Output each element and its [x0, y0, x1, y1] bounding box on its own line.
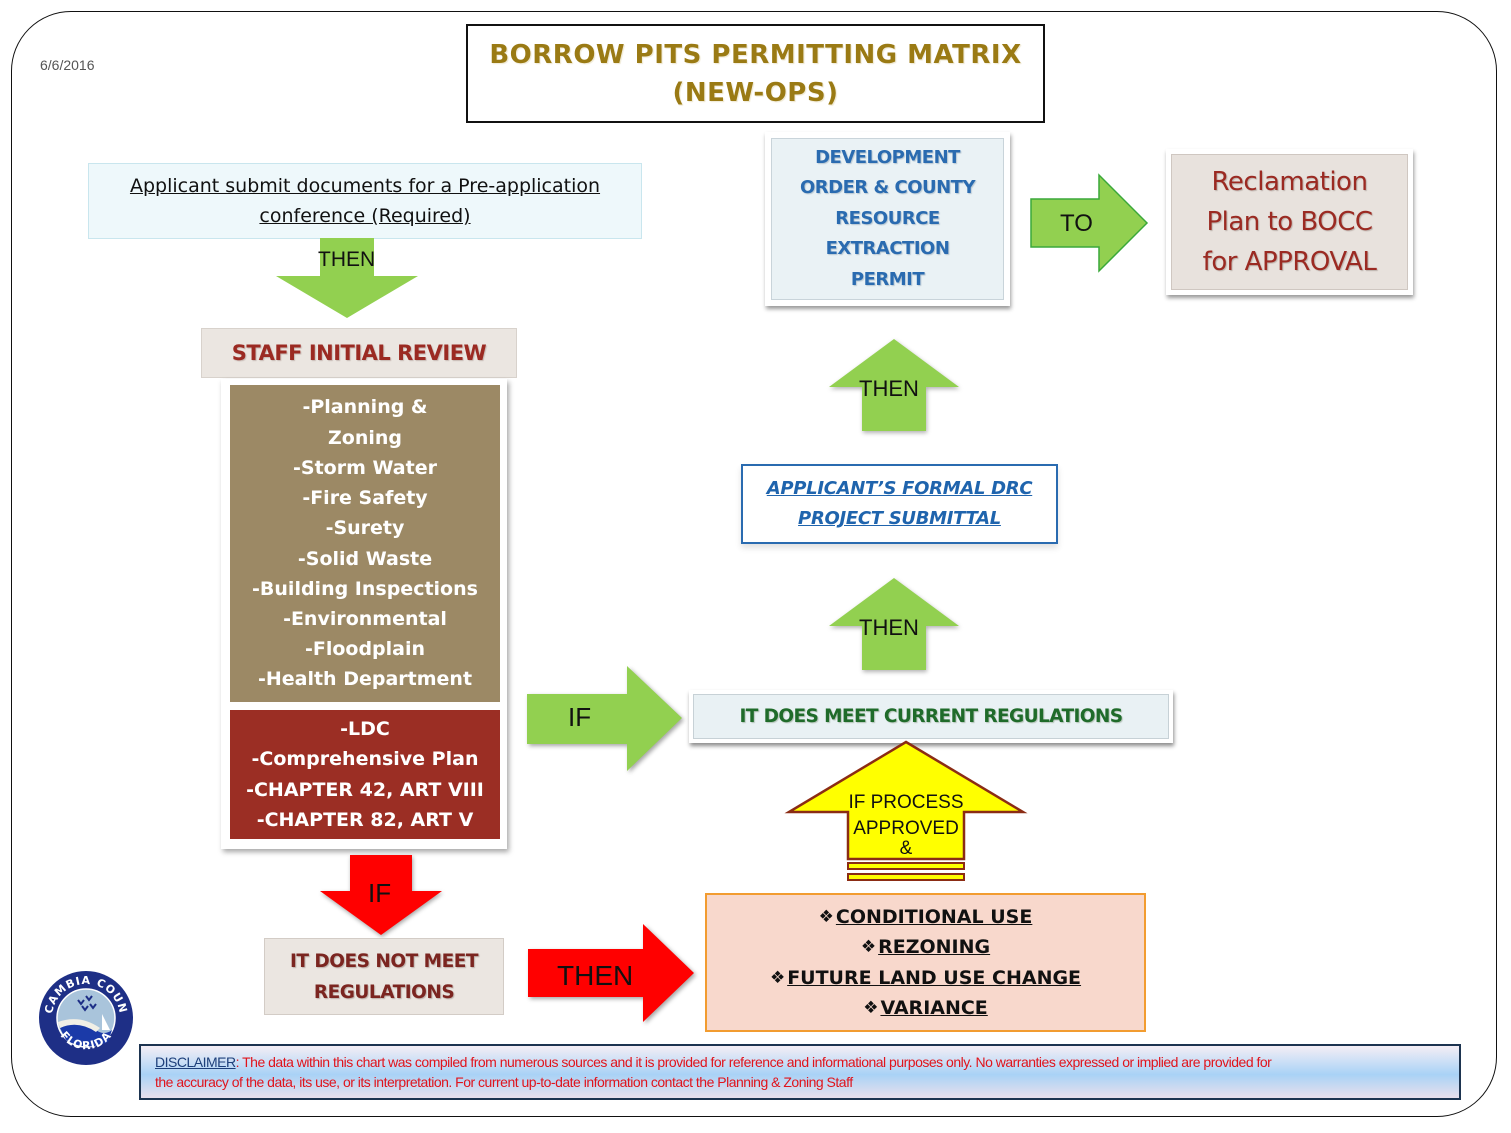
- then-up-arrow-upper: [829, 339, 959, 431]
- does-not-meet-box: IT DOES NOT MEET REGULATIONS: [264, 938, 504, 1015]
- slide-frame: [11, 11, 1497, 1117]
- department-item: -Planning &: [302, 396, 428, 419]
- option-item: ❖ REZONING: [861, 932, 990, 963]
- reclamation-plan-box: Reclamation Plan to BOCC for APPROVAL: [1166, 149, 1413, 295]
- to-right-arrow: [1030, 173, 1149, 273]
- then-right-red-arrow-shape: [528, 924, 694, 1022]
- development-order-line: DEVELOPMENT: [815, 146, 960, 168]
- process-approved-label: IF PROCESS APPROVED &: [830, 790, 982, 859]
- department-item: -Environmental: [283, 607, 447, 630]
- then-up-arrow-upper-shape: [829, 339, 959, 431]
- reclamation-line: Reclamation: [1211, 167, 1368, 197]
- disclaimer-text-2: the accuracy of the data, its use, or it…: [155, 1074, 853, 1090]
- then-up-lower-label: THEN: [859, 615, 919, 640]
- review-regulations-box: -LDC -Comprehensive Plan -CHAPTER 42, AR…: [230, 710, 500, 839]
- review-departments-box: -Planning & Zoning -Storm Water -Fire Sa…: [230, 385, 500, 702]
- department-item: -Building Inspections: [252, 577, 478, 600]
- process-approved-line: &: [899, 838, 913, 859]
- department-item: -Fire Safety: [302, 487, 428, 510]
- department-item: -Storm Water: [293, 456, 437, 479]
- regulation-item: -Comprehensive Plan: [251, 748, 479, 770]
- disclaimer-line-1: DISCLAIMER: The data within this chart w…: [155, 1052, 1445, 1072]
- then-right-red-label: THEN: [557, 960, 634, 991]
- if-down-red-label: IF: [368, 878, 392, 908]
- option-label: REZONING: [878, 936, 991, 958]
- pre-application-box: Applicant submit documents for a Pre-app…: [88, 163, 642, 239]
- formal-drc-line-1: APPLICANT’S FORMAL DRC: [766, 478, 1033, 499]
- formal-drc-submittal-box: APPLICANT’S FORMAL DRC PROJECT SUBMITTAL: [741, 464, 1058, 544]
- department-item: Zoning: [328, 426, 402, 449]
- if-down-red-arrow: [320, 855, 442, 935]
- disclaimer-label: DISCLAIMER: [155, 1054, 236, 1070]
- development-order-line: RESOURCE: [835, 207, 940, 229]
- then-up-arrow-lower-shape: [829, 578, 959, 670]
- process-approved-stripe: [847, 862, 965, 870]
- reclamation-line: for APPROVAL: [1202, 247, 1377, 277]
- if-right-arrow-shape: [527, 666, 682, 771]
- option-item: ❖ VARIANCE: [863, 993, 988, 1024]
- logo-sail: [102, 1014, 110, 1030]
- if-down-red-arrow-shape: [320, 855, 442, 935]
- process-approved-line: IF PROCESS: [848, 792, 964, 813]
- department-item: -Surety: [325, 517, 405, 540]
- logo-water: [60, 1023, 112, 1047]
- then-down-arrow: [276, 238, 418, 318]
- title-line-2: (NEW-OPS): [672, 77, 839, 108]
- then-up-arrow-lower: [829, 578, 959, 670]
- process-approved-arrow-shape: [784, 740, 1028, 861]
- staff-initial-review-label: STAFF INITIAL REVIEW: [231, 341, 487, 365]
- process-approved-line: APPROVED: [853, 818, 959, 839]
- option-label: FUTURE LAND USE CHANGE: [787, 966, 1082, 989]
- to-right-arrow-shape: [1030, 173, 1149, 273]
- if-right-label: IF: [568, 702, 592, 732]
- to-label: TO: [1060, 210, 1093, 237]
- diamond-bullet-icon: ❖: [860, 937, 877, 957]
- option-item: ❖ CONDITIONAL USE: [819, 902, 1033, 933]
- department-item: -Health Department: [257, 668, 473, 691]
- regulation-item: -LDC: [340, 717, 390, 740]
- development-order-line: ORDER & COUNTY: [800, 177, 976, 199]
- disclaimer-box: DISCLAIMER: The data within this chart w…: [139, 1044, 1461, 1100]
- diamond-bullet-icon: ❖: [818, 906, 834, 927]
- process-approved-stripe: [847, 873, 965, 881]
- does-not-meet-line: REGULATIONS: [313, 981, 455, 1003]
- diamond-bullet-icon: ❖: [769, 967, 786, 988]
- pre-application-text: Applicant submit documents for a Pre-app…: [129, 175, 601, 227]
- department-item: -Floodplain: [304, 638, 426, 661]
- meets-regulations-label: IT DOES MEET CURRENT REGULATIONS: [739, 706, 1123, 727]
- then-down-label: THEN: [318, 248, 376, 271]
- development-order-line: PERMIT: [850, 268, 925, 290]
- rezoning-options-box: ❖ CONDITIONAL USE ❖ REZONING ❖ FUTURE LA…: [705, 893, 1146, 1032]
- then-right-red-arrow: [528, 924, 694, 1022]
- regulation-item: -CHAPTER 42, ART VIII: [246, 778, 484, 801]
- then-down-arrow-shape: [276, 238, 418, 318]
- logo-bottom-text: FLORIDA: [58, 1029, 115, 1052]
- title-line-1: BORROW PITS PERMITTING MATRIX: [489, 39, 1022, 70]
- development-order-line: EXTRACTION: [825, 238, 950, 260]
- then-up-upper-label: THEN: [859, 376, 919, 401]
- option-item: ❖ FUTURE LAND USE CHANGE: [770, 963, 1081, 994]
- escambia-county-logo: ESCAMBIA COUNTY FLORIDA: [33, 960, 133, 1065]
- department-item: -Solid Waste: [297, 547, 433, 570]
- meets-regulations-box: IT DOES MEET CURRENT REGULATIONS: [689, 690, 1173, 743]
- process-approved-arrow: [784, 740, 1028, 881]
- title-box: BORROW PITS PERMITTING MATRIX (NEW-OPS): [466, 24, 1045, 123]
- option-label: VARIANCE: [880, 997, 988, 1019]
- reclamation-line: Plan to BOCC: [1206, 207, 1373, 237]
- if-right-arrow: [527, 666, 682, 771]
- diamond-bullet-icon: ❖: [863, 998, 879, 1018]
- slide-date: 6/6/2016: [40, 57, 95, 73]
- disclaimer-text-1: : The data within this chart was compile…: [235, 1054, 1272, 1070]
- development-order-box: DEVELOPMENT ORDER & COUNTY RESOURCE EXTR…: [765, 132, 1010, 306]
- option-label: CONDITIONAL USE: [835, 905, 1033, 928]
- does-not-meet-line: IT DOES NOT MEET: [289, 950, 479, 972]
- formal-drc-line-2: PROJECT SUBMITTAL: [798, 508, 1001, 529]
- logo-jets: [77, 995, 97, 1012]
- regulation-item: -CHAPTER 82, ART V: [256, 809, 474, 831]
- logo-beach: [58, 1019, 100, 1032]
- staff-initial-review-box: STAFF INITIAL REVIEW: [201, 328, 517, 378]
